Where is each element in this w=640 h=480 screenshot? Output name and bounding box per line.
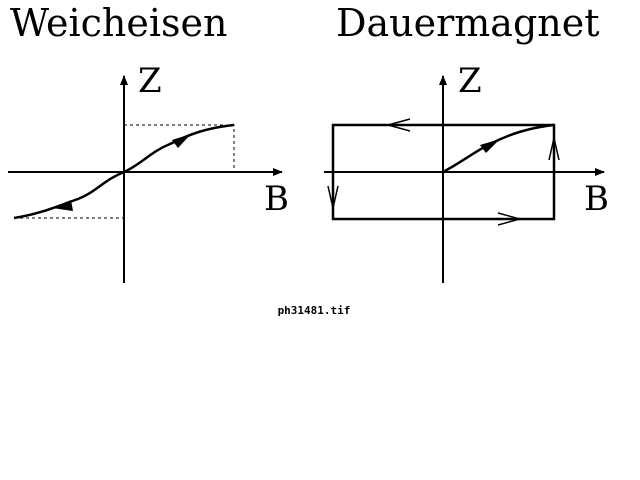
image-filename-caption: ph31481.tif [277,304,351,317]
initial-magnetization-curve [442,123,555,174]
right-edge-arrow [548,137,560,161]
left-b-label: B [264,179,289,219]
top-edge-arrow [385,118,411,132]
soft-iron-panel: Z B [8,61,289,283]
permanent-magnet-title: Dauermagnet [336,1,600,45]
right-b-label: B [584,179,609,219]
left-z-label: Z [138,61,162,101]
soft-iron-title: Weicheisen [10,1,228,45]
left-upper-saturation-guide [124,124,235,172]
left-edge-arrow [327,185,339,209]
left-upper-arrowhead [172,134,191,148]
left-lower-arrowhead [52,200,73,211]
hysteresis-loop [331,123,556,221]
permanent-magnet-panel: Z B [324,61,609,283]
bottom-edge-arrow [497,212,523,226]
right-z-label: Z [458,61,482,101]
initial-curve-arrowhead [480,139,500,153]
